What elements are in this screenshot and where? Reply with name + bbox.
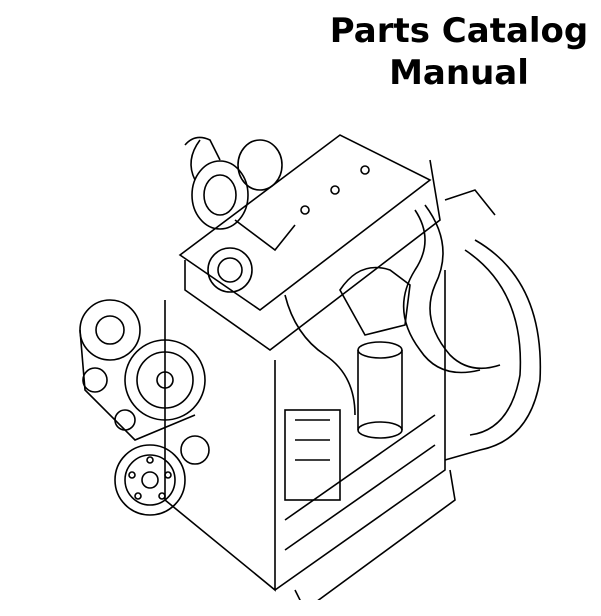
damper-icon xyxy=(114,435,210,516)
title-line-2: Manual xyxy=(389,53,529,93)
engine-illustration-icon xyxy=(79,134,542,600)
pulley-icon xyxy=(79,299,206,441)
catalog-title: Parts Catalog Manual xyxy=(329,10,589,94)
oil-filter-icon xyxy=(339,266,411,439)
fuel-lines-icon xyxy=(284,189,501,416)
oil-pan-icon xyxy=(294,469,456,600)
engine-block-icon xyxy=(164,270,446,592)
valve-cover-icon xyxy=(178,134,441,351)
title-line-1: Parts Catalog xyxy=(329,11,589,51)
flywheel-housing-icon xyxy=(444,239,542,461)
turbocharger-icon xyxy=(184,136,296,252)
